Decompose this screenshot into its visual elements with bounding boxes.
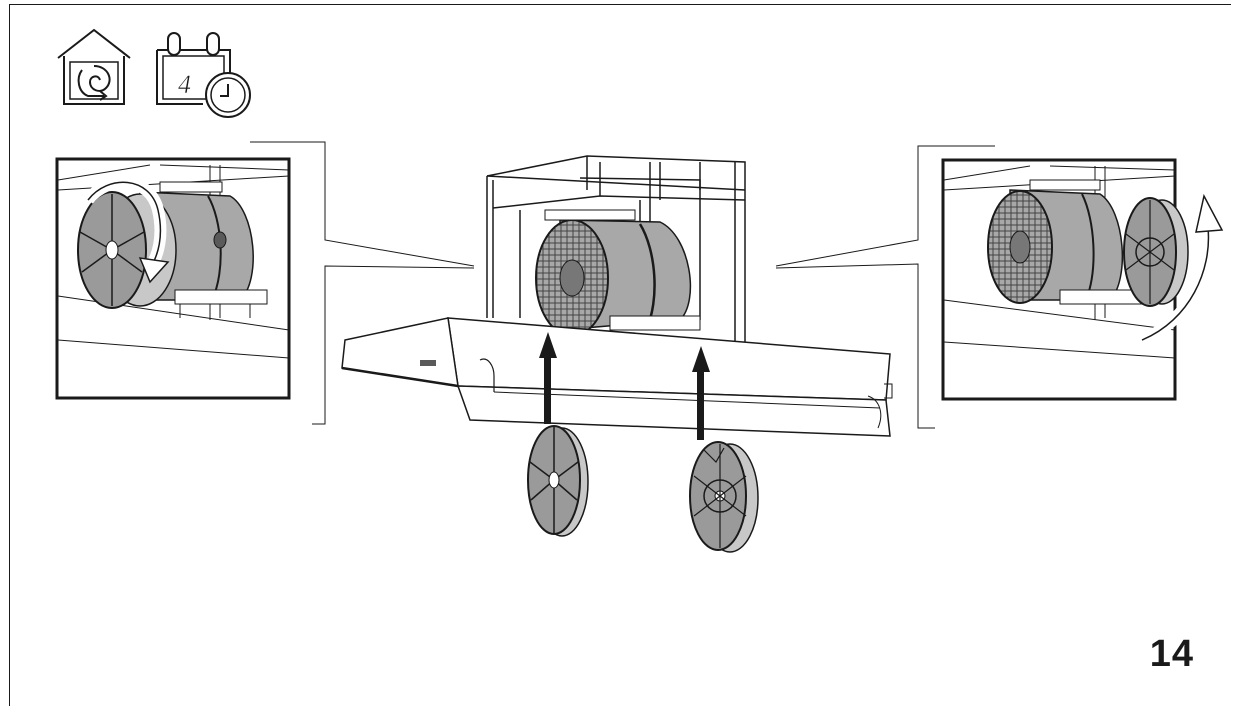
center-blower-motor (535, 209, 701, 337)
carbon-filter-right (689, 441, 759, 553)
hood-canopy (341, 317, 893, 437)
right-callout-leaders (775, 145, 995, 429)
right-blower-motor (987, 179, 1153, 305)
house-recirculation-icon (57, 28, 131, 105)
right-carbon-filter (1123, 197, 1189, 307)
right-detail-panel (941, 158, 1224, 401)
left-callout-leaders (250, 141, 475, 425)
calendar-digit: 4 (178, 70, 191, 99)
right-rotation-arrow (1139, 193, 1224, 346)
calendar-clock-icon: 4 (156, 32, 251, 118)
insert-arrow-left (539, 332, 557, 424)
carbon-filter-left (527, 425, 589, 537)
insert-arrow-right (692, 346, 710, 440)
page-frame (9, 4, 1231, 706)
left-rotation-arrow (83, 176, 170, 284)
left-detail-panel (55, 157, 291, 400)
step-number: 14 (1149, 633, 1194, 675)
hood-cabinet-frame (486, 155, 746, 345)
